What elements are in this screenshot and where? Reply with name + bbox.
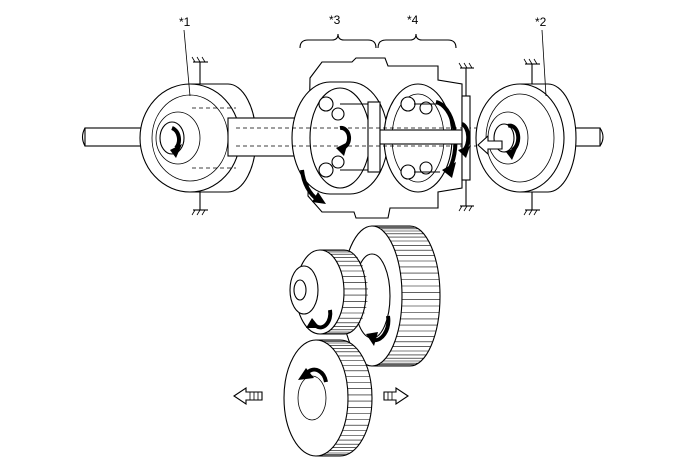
left-clutch-drum	[139, 56, 257, 216]
left-direction-arrow	[233, 386, 263, 406]
leader-2	[541, 29, 547, 97]
callout-4: *4	[407, 13, 419, 27]
right-clutch-drum	[475, 58, 577, 216]
brace-4	[377, 33, 457, 49]
planetary-housing	[236, 57, 560, 219]
output-drive-gear	[283, 339, 373, 457]
brace-3	[299, 33, 377, 49]
small-counter-gear	[289, 249, 368, 335]
callout-3: *3	[329, 13, 341, 27]
right-direction-arrow	[383, 386, 409, 406]
callout-2: *2	[535, 15, 547, 29]
callout-1: *1	[179, 15, 191, 29]
leader-1	[183, 29, 191, 97]
